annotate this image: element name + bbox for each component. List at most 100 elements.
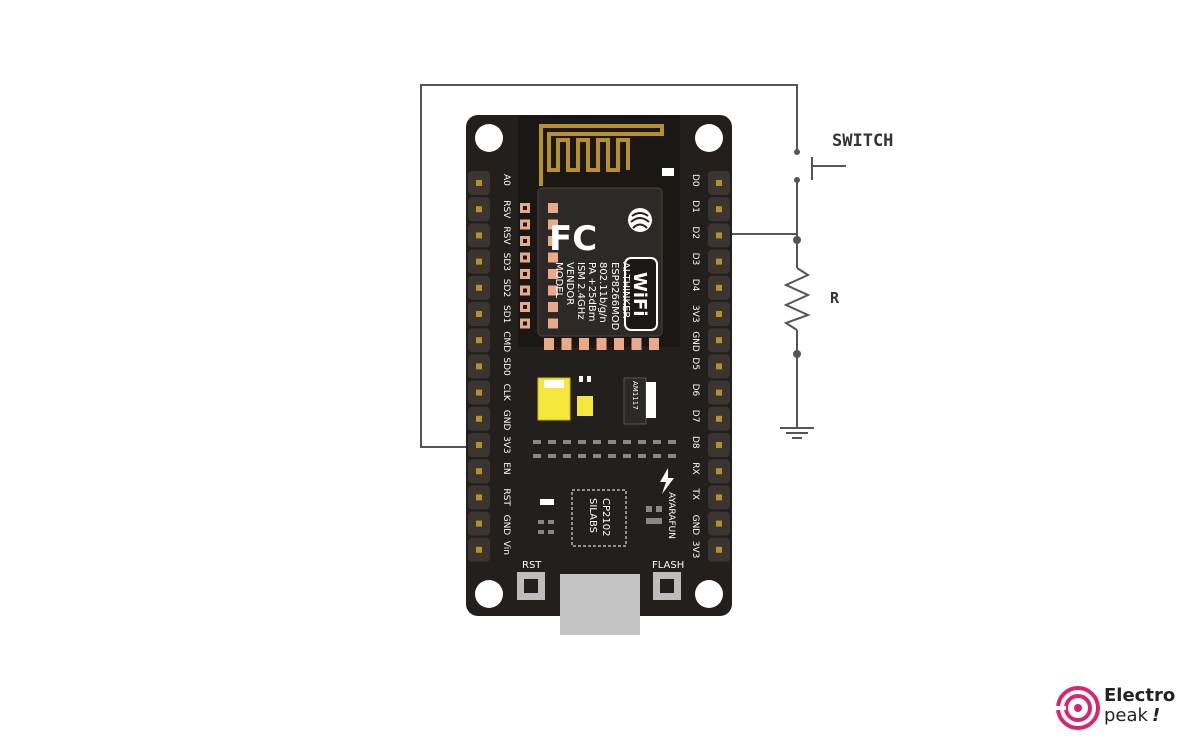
smd-part <box>578 454 586 458</box>
left-pin-labels: A0RSVRSVSD3SD2SD1CMDSD0CLKGND3V3ENRSTGND… <box>501 174 511 555</box>
maker-label: AYARAFUN <box>666 492 676 539</box>
pin-label: SD1 <box>501 305 511 323</box>
module-text-line: ISM 2.4GHz <box>575 262 586 320</box>
brand-line-1: Electro <box>1104 685 1176 706</box>
switch-top-terminal <box>794 149 800 155</box>
resistor-label: R <box>830 289 840 307</box>
smd-component-rows <box>533 440 676 458</box>
pin-contact <box>716 442 722 448</box>
pin-contact <box>476 468 482 475</box>
pin-label: Vin <box>501 541 511 555</box>
pin-contact <box>716 232 722 239</box>
right-pin-header <box>708 171 730 562</box>
pin-label: SD3 <box>501 253 511 271</box>
module-pad <box>548 285 558 296</box>
flash-label: FLASH <box>652 560 684 571</box>
smd-part <box>533 454 541 458</box>
module-text-line: PA +25dBm <box>586 262 597 321</box>
smd-part <box>623 454 631 458</box>
pin-contact <box>716 546 722 553</box>
module-text-line: 802.11b/g/n <box>597 262 608 323</box>
junction-node <box>793 236 801 244</box>
pin-contact <box>476 258 482 265</box>
smd-part <box>608 440 616 444</box>
pin-contact <box>476 206 482 213</box>
fcc-logo: FC <box>549 219 597 259</box>
pin-label: D5 <box>690 357 700 370</box>
pin-label: A0 <box>501 174 511 186</box>
pin-contact <box>716 520 722 527</box>
mount-hole-tr <box>695 124 723 152</box>
pin-label: CMD <box>501 331 511 352</box>
pin-label: SD0 <box>501 357 511 376</box>
resistor-bottom-node <box>793 350 801 358</box>
pin-contact <box>476 232 482 239</box>
regulator-label: AM1117 <box>631 381 639 410</box>
antenna-trace <box>539 124 664 186</box>
module-pad <box>544 338 554 350</box>
pin-contact <box>476 520 482 527</box>
brand-mark-icon <box>1056 686 1100 730</box>
pin-label: D8 <box>690 436 700 449</box>
pin-label: D4 <box>690 279 700 292</box>
pin-label: 3V3 <box>690 541 700 559</box>
pin-label: CLK <box>501 384 511 402</box>
pin-contact <box>716 284 722 291</box>
pin-contact <box>716 468 722 475</box>
smd-part <box>548 440 556 444</box>
usb-chip-label-1: SILABS <box>587 498 598 533</box>
smd-part <box>638 454 646 458</box>
rst-label: RST <box>522 560 542 571</box>
capacitor-large <box>537 377 571 421</box>
pin-label: 3V3 <box>501 436 511 454</box>
pin-contact <box>476 442 482 448</box>
pin-label: D3 <box>690 253 700 266</box>
pin-label: RSV <box>501 226 511 245</box>
pin-contact <box>716 258 722 265</box>
pin-label: EN <box>501 462 511 474</box>
smd-part <box>638 440 646 444</box>
mount-hole-bl <box>475 580 503 608</box>
pin-label: RSV <box>501 200 511 219</box>
smd-part <box>668 454 676 458</box>
switch-label: SWITCH <box>832 131 893 151</box>
wires <box>420 84 811 448</box>
usb-chip: SILABS CP2102 <box>571 489 627 547</box>
module-text-line: VENDOR <box>564 262 575 305</box>
pin-contact <box>716 206 722 213</box>
smd-part <box>593 440 601 444</box>
wifi-label: WiFi <box>629 272 650 317</box>
pin-contact <box>476 311 482 317</box>
pin-label: GND <box>690 331 700 352</box>
push-switch <box>794 149 846 183</box>
module-pad <box>548 236 558 246</box>
pin-contact <box>716 389 722 396</box>
antenna-led <box>662 168 674 176</box>
module-text-line: MODEL <box>553 262 564 299</box>
smd-part <box>533 440 541 444</box>
pin-label: RX <box>690 462 700 474</box>
pin-contact <box>476 546 482 553</box>
wifi-badge: WiFi <box>624 257 658 331</box>
pin-label: TX <box>690 487 700 500</box>
module-pad <box>631 338 642 350</box>
module-pad <box>614 338 624 350</box>
module-pad <box>548 252 558 263</box>
pin-label: D7 <box>690 410 700 423</box>
module-pad <box>561 338 572 350</box>
smd-part <box>578 440 586 444</box>
pin-label: GND <box>501 515 511 536</box>
pin-contact <box>716 337 722 344</box>
smd-part <box>668 440 676 444</box>
brand-exclamation: ! <box>1151 705 1161 726</box>
pin-contact <box>476 415 482 422</box>
usb-chip-label-2: CP2102 <box>600 498 611 536</box>
switch-bottom-terminal <box>794 177 800 183</box>
module-pads-left <box>520 203 558 329</box>
pin-contact <box>716 494 722 501</box>
